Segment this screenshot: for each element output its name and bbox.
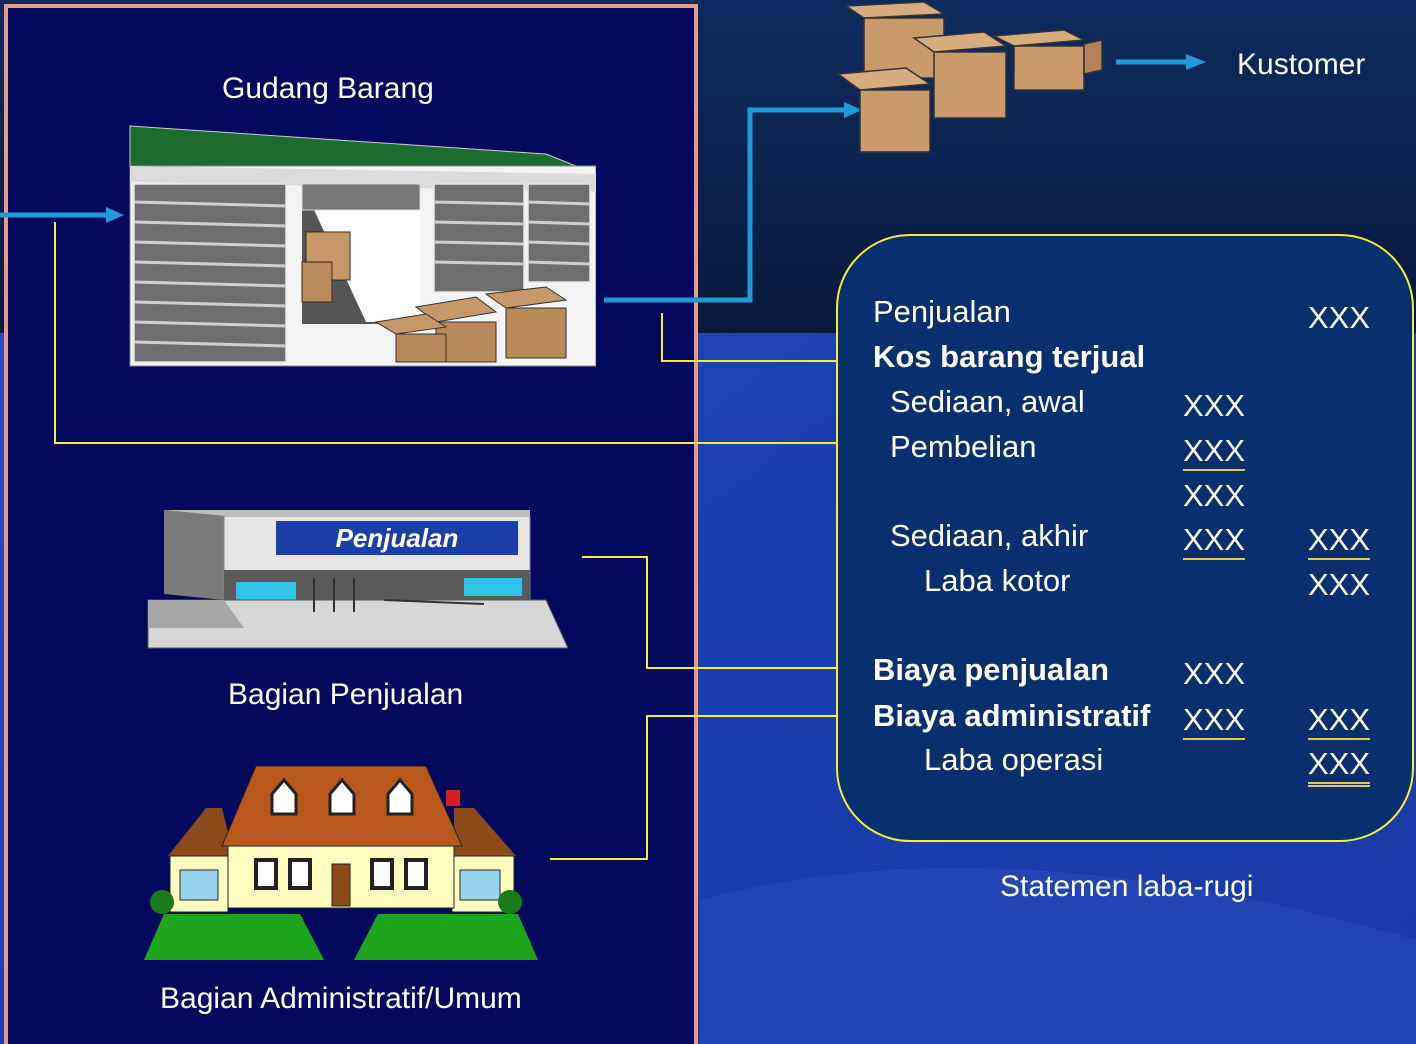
stmt-pembelian: Pembelian — [890, 429, 1037, 464]
value-kos-barang-terjual: XXX — [1308, 522, 1371, 560]
warehouse-label: Gudang Barang — [222, 72, 434, 105]
sales-department-label: Bagian Penjualan — [228, 678, 464, 711]
admin-department-label: Bagian Administratif/Umum — [160, 982, 522, 1015]
value-sediaan-awal: XXX — [1183, 388, 1246, 423]
stmt-laba-operasi: Laba operasi — [924, 742, 1104, 777]
stmt-kos-barang-terjual: Kos barang terjual — [873, 339, 1146, 374]
warehouse-illustration — [129, 125, 596, 367]
stmt-sediaan-akhir: Sediaan, akhir — [890, 518, 1089, 553]
ship-arrow-head — [844, 102, 862, 118]
customer-arrow-head — [1186, 54, 1206, 70]
kos-connector — [661, 313, 862, 362]
stmt-penjualan: Penjualan — [873, 294, 1011, 329]
stmt-biaya-administratif: Biaya administratif — [873, 698, 1151, 733]
boxes-illustration — [835, 1, 1103, 153]
value-pembelian: XXX — [1183, 433, 1246, 471]
value-subtotal: XXX — [1183, 478, 1246, 513]
value-biaya-penjualan: XXX — [1183, 656, 1246, 691]
value-sediaan-akhir: XXX — [1183, 522, 1246, 560]
sales-banner: Penjualan — [276, 521, 518, 555]
admin-building-illustration — [144, 765, 538, 960]
biaya-penjualan-connector — [582, 556, 862, 669]
stmt-laba-kotor: Laba kotor — [924, 563, 1071, 598]
incoming-arrow-head — [106, 207, 124, 223]
income-statement — [836, 234, 1414, 842]
value-laba-operasi: XXX — [1308, 746, 1371, 787]
value-total-biaya: XXX — [1308, 702, 1371, 740]
value-biaya-administratif: XXX — [1183, 702, 1246, 740]
ship-arrow-line — [604, 107, 848, 303]
value-penjualan: XXX — [1308, 300, 1371, 335]
customer-label: Kustomer — [1237, 48, 1366, 81]
stmt-biaya-penjualan: Biaya penjualan — [873, 652, 1110, 687]
stmt-sediaan-awal: Sediaan, awal — [890, 384, 1085, 419]
value-laba-kotor: XXX — [1308, 567, 1371, 602]
pembelian-connector — [54, 222, 876, 444]
statement-caption: Statemen laba-rugi — [1000, 870, 1254, 903]
biaya-admin-connector — [550, 715, 862, 860]
